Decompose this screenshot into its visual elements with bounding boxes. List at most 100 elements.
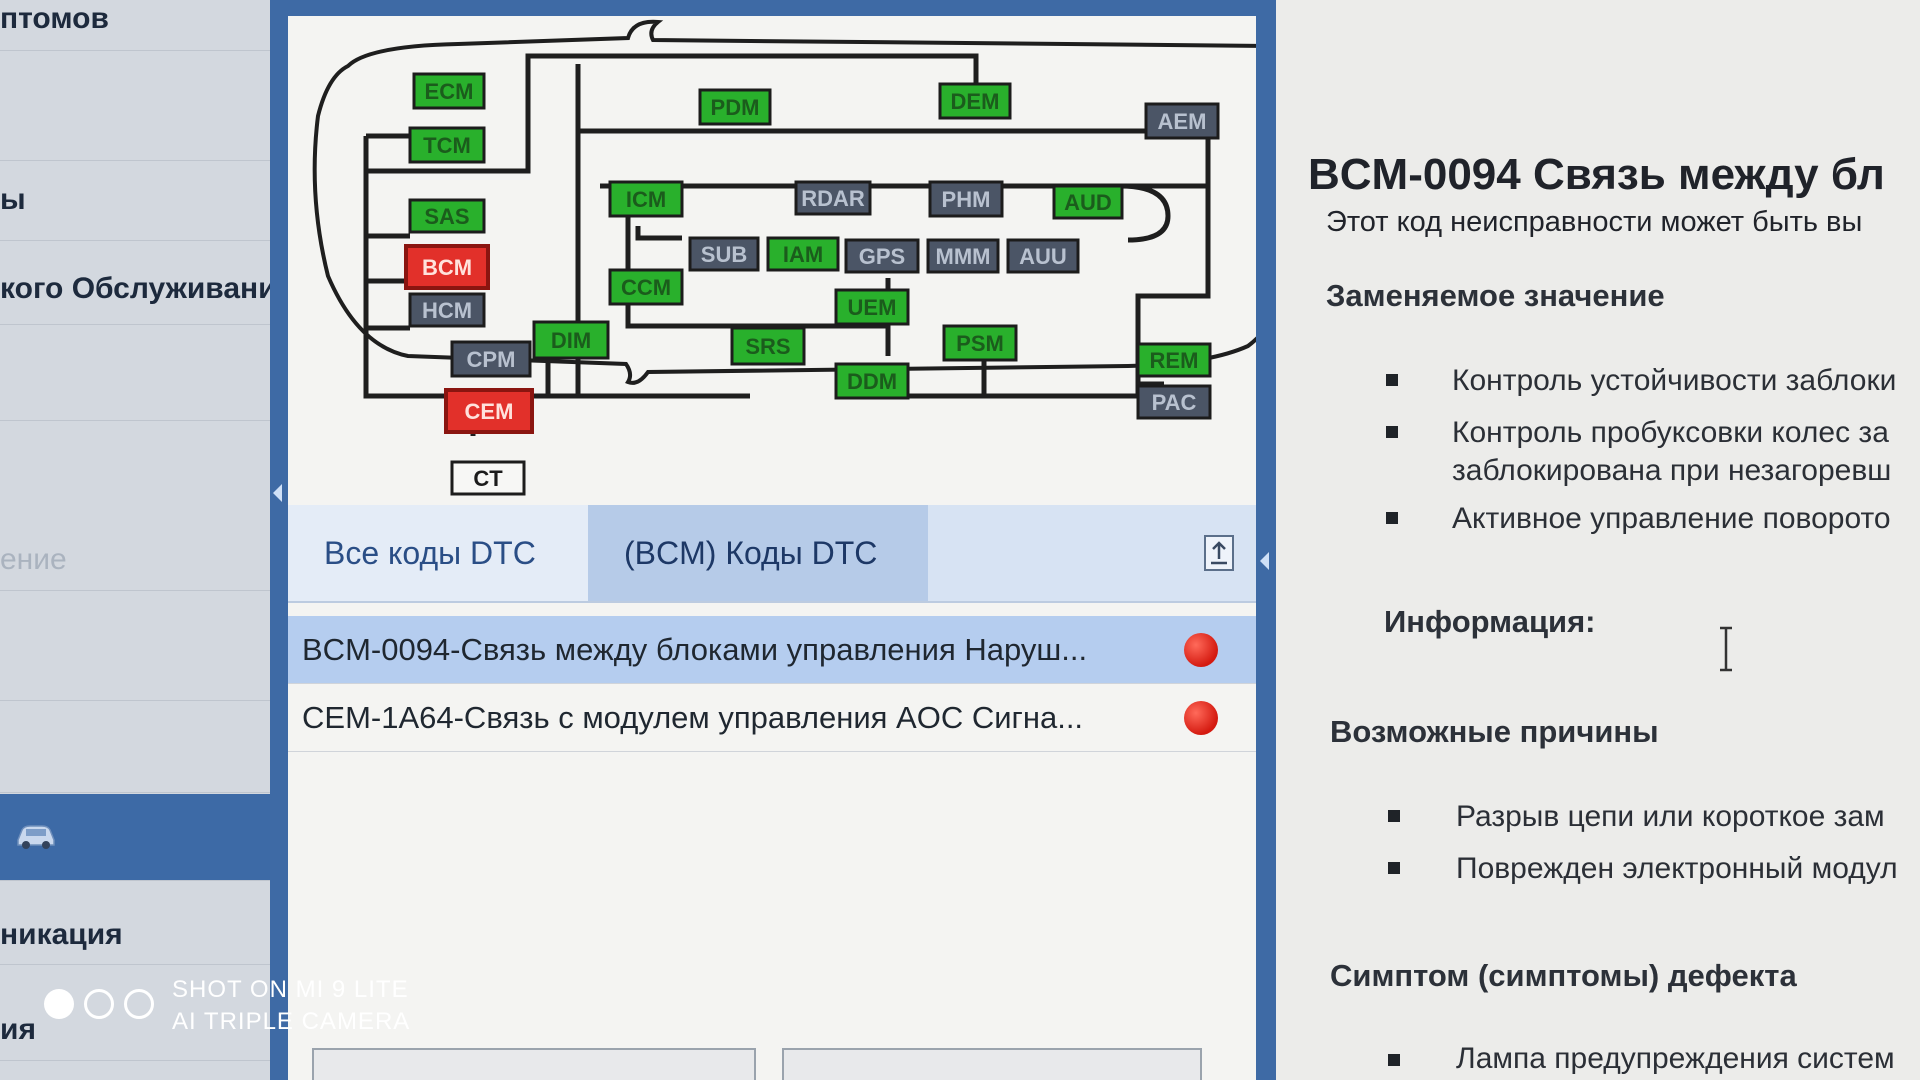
module-label: BCM <box>422 255 472 280</box>
bullet-icon <box>1388 862 1400 874</box>
module-label: AUD <box>1064 190 1112 215</box>
replaced-value-item-continued: заблокирована при незагоревш <box>1452 454 1892 487</box>
module-uem[interactable]: UEM <box>834 288 910 326</box>
sidebar-item-service[interactable]: кого Обслуживани <box>0 254 270 325</box>
sidebar-item-blank-1[interactable] <box>0 50 270 161</box>
module-aud[interactable]: AUD <box>1052 184 1124 220</box>
module-label: REM <box>1150 348 1199 373</box>
module-box <box>942 324 1018 362</box>
module-bcm[interactable]: BCM <box>404 244 490 290</box>
module-label: HCM <box>422 298 472 323</box>
module-box <box>926 238 1000 274</box>
sidebar-item-blank-2[interactable] <box>0 330 270 421</box>
info-splitter[interactable] <box>1256 0 1276 1080</box>
sidebar-item-label: кого Обслуживани <box>0 272 270 305</box>
module-box <box>1052 184 1124 220</box>
module-mmm[interactable]: MMM <box>926 238 1000 274</box>
module-label: PAC <box>1152 390 1197 415</box>
module-label: MMM <box>936 244 991 269</box>
module-box <box>444 388 534 434</box>
module-sub[interactable]: SUB <box>688 236 760 272</box>
module-box <box>688 236 760 272</box>
tab-label: Все коды DTC <box>324 535 536 571</box>
sidebar-splitter[interactable] <box>270 0 288 1080</box>
module-dem[interactable]: DEM <box>938 82 1012 120</box>
module-box <box>834 288 910 326</box>
module-hcm[interactable]: HCM <box>408 292 486 328</box>
bullet-icon <box>1386 374 1398 386</box>
sidebar-item-blank-4[interactable] <box>0 700 270 793</box>
sidebar-item-3[interactable]: ы <box>0 160 270 241</box>
module-label: DDM <box>847 369 897 394</box>
module-aem[interactable]: AEM <box>1144 102 1220 140</box>
text-cursor-icon <box>1720 626 1732 672</box>
sidebar-item-last[interactable]: ия <box>0 1000 270 1061</box>
module-ct[interactable]: CT <box>450 460 526 496</box>
module-box <box>408 126 486 164</box>
module-cem[interactable]: CEM <box>444 388 534 434</box>
module-tcm[interactable]: TCM <box>408 126 486 164</box>
module-layer: ECM TCM SAS BCM HCM CPM CEM CT DIM PDM DEM AEM ICM RD… <box>404 72 1220 496</box>
module-rdar[interactable]: RDAR <box>794 180 872 216</box>
center-panel: ECM TCM SAS BCM HCM CPM CEM CT DIM PDM DEM AEM ICM RD… <box>288 0 1256 1080</box>
module-icm[interactable]: ICM <box>608 180 684 218</box>
tab-bcm-dtc[interactable]: (BCM) Коды DTC <box>588 505 928 601</box>
dtc-row-cem-1a64[interactable]: CEM-1A64-Связь с модулем управления AOC … <box>288 684 1256 752</box>
module-sas[interactable]: SAS <box>408 198 486 234</box>
module-box <box>928 180 1004 218</box>
export-button[interactable] <box>1204 535 1234 571</box>
sidebar-item-vehicle[interactable] <box>0 794 270 881</box>
dtc-text: CEM-1A64-Связь с модулем управления AOC … <box>302 700 1084 735</box>
module-rem[interactable]: REM <box>1136 342 1212 378</box>
module-box <box>730 326 806 366</box>
module-cpm[interactable]: CPM <box>450 340 532 378</box>
module-box <box>450 340 532 378</box>
sidebar: птомов ы кого Обслуживани ение никация и… <box>0 0 270 1080</box>
module-gps[interactable]: GPS <box>844 238 920 274</box>
bullet-icon <box>1388 810 1400 822</box>
module-ddm[interactable]: DDM <box>834 362 910 400</box>
tab-all-dtc[interactable]: Все коды DTC <box>288 505 588 601</box>
module-label: ECM <box>425 79 474 104</box>
sidebar-item-label: птомов <box>0 2 109 35</box>
module-pdm[interactable]: PDM <box>698 88 772 126</box>
module-ccm[interactable]: CCM <box>608 268 684 306</box>
module-label: CCM <box>621 275 671 300</box>
module-auu[interactable]: AUU <box>1006 238 1080 274</box>
module-srs[interactable]: SRS <box>730 326 806 366</box>
module-label: PHM <box>942 187 991 212</box>
sidebar-item-label: ы <box>0 183 26 216</box>
sidebar-item-label: ия <box>0 1013 36 1046</box>
sidebar-item-blank-3[interactable] <box>0 600 270 701</box>
module-ecm[interactable]: ECM <box>412 72 486 110</box>
module-dim[interactable]: DIM <box>532 320 610 360</box>
bullet-icon <box>1386 512 1398 524</box>
collapse-left-icon[interactable] <box>273 484 282 502</box>
sidebar-item-dim[interactable]: ение <box>0 530 270 591</box>
sidebar-item-communication[interactable]: никация <box>0 906 270 965</box>
bottom-button-right[interactable] <box>782 1048 1202 1080</box>
symptom-item: Лампа предупреждения систем <box>1456 1042 1895 1075</box>
watermark-ring-icon <box>84 989 114 1019</box>
sidebar-item-symptoms[interactable]: птомов <box>0 0 270 51</box>
module-box <box>1136 384 1212 420</box>
module-label: UEM <box>848 295 897 320</box>
module-label: DIM <box>551 328 591 353</box>
module-pac[interactable]: PAC <box>1136 384 1212 420</box>
sidebar-item-label: никация <box>0 918 123 951</box>
error-status-icon <box>1184 701 1218 735</box>
module-box <box>766 236 840 272</box>
module-iam[interactable]: IAM <box>766 236 840 272</box>
module-box <box>408 292 486 328</box>
dtc-title: BCM-0094 Связь между бл <box>1308 150 1885 199</box>
collapse-right-icon[interactable] <box>1260 552 1269 570</box>
dtc-row-bcm-0094[interactable]: BCM-0094-Связь между блоками управления … <box>288 616 1256 684</box>
module-psm[interactable]: PSM <box>942 324 1018 362</box>
bottom-button-left[interactable] <box>312 1048 756 1080</box>
module-box <box>938 82 1012 120</box>
module-label: DEM <box>951 89 1000 114</box>
module-phm[interactable]: PHM <box>928 180 1004 218</box>
replaced-value-item: Контроль устойчивости заблоки <box>1452 364 1897 397</box>
module-box <box>834 362 910 400</box>
information-heading: Информация: <box>1384 604 1596 639</box>
